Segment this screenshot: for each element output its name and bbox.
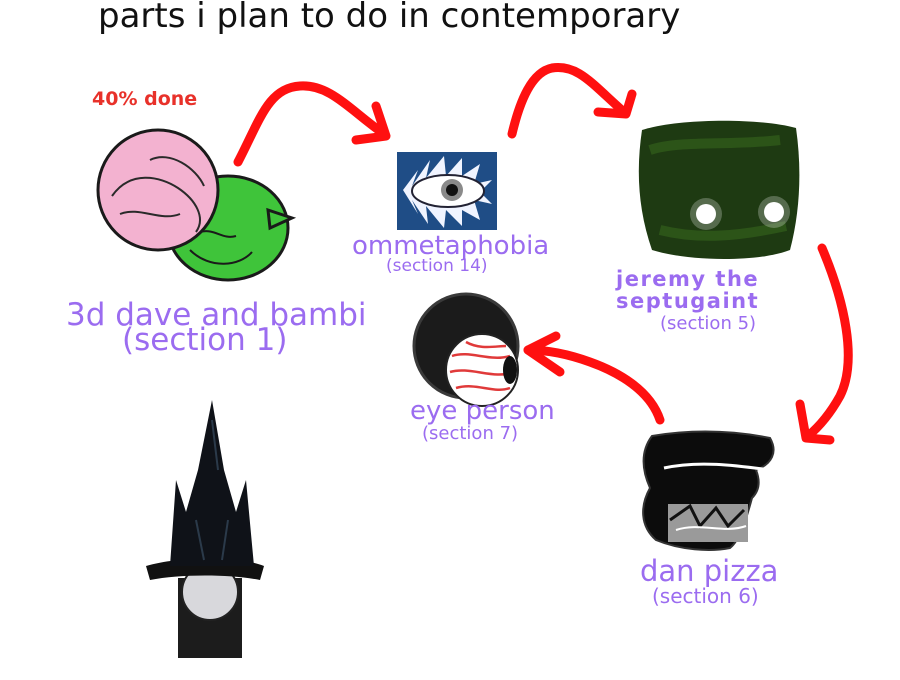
dave-bambi-section: (section 1) bbox=[122, 322, 288, 358]
arrow-dave-to-omme bbox=[233, 81, 389, 167]
ommetaphobia-image bbox=[397, 152, 497, 230]
dan-pizza-name: dan pizza bbox=[640, 554, 779, 588]
arrow-omme-to-jeremy-head bbox=[593, 89, 637, 119]
eye-person-name: eye person bbox=[410, 396, 555, 426]
arrow-dan-to-eye-head bbox=[523, 331, 565, 377]
jeremy-name-line1: jeremy the bbox=[616, 267, 760, 291]
jeremy-name-line2: septugaint bbox=[616, 289, 760, 313]
dan-pizza-image bbox=[642, 430, 775, 551]
dave-bambi-image bbox=[96, 128, 297, 282]
progress-note: 40% done bbox=[92, 88, 198, 110]
jeremy-section: (section 5) bbox=[660, 313, 757, 334]
page-title: parts i plan to do in contemporary bbox=[98, 0, 681, 36]
jeremy-image bbox=[638, 120, 800, 259]
arrow-dan-to-eye bbox=[523, 345, 665, 425]
dan-pizza-section: (section 6) bbox=[652, 584, 759, 608]
arrow-jeremy-to-dan-head bbox=[795, 399, 835, 445]
arrow-jeremy-to-dan bbox=[803, 243, 853, 441]
ommetaphobia-section: (section 14) bbox=[386, 256, 488, 276]
dave-bambi-name: 3d dave and bambi bbox=[66, 297, 367, 333]
ommetaphobia-name: ommetaphobia bbox=[352, 231, 550, 261]
eye-person-image bbox=[412, 292, 520, 407]
arrow-dave-to-omme-head bbox=[351, 101, 391, 145]
spiky-figure-image bbox=[146, 400, 264, 658]
eye-person-section: (section 7) bbox=[422, 423, 519, 444]
arrow-omme-to-jeremy bbox=[507, 63, 629, 139]
